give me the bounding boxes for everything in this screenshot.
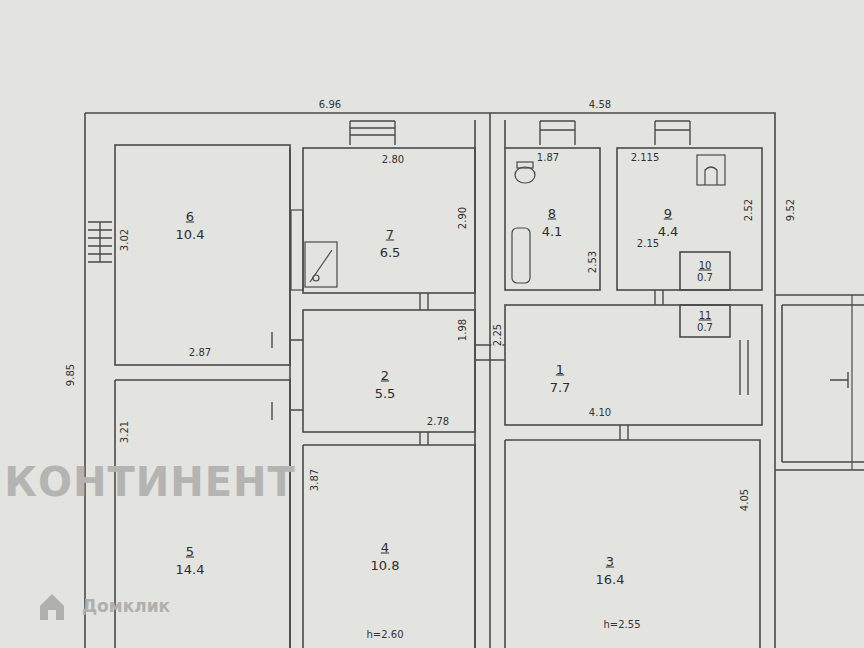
room-area: 14.4 [176,562,205,577]
room: 76.5 [303,148,475,293]
dimension-label: 3.87 [309,469,320,491]
dimension-label: 2.80 [382,154,404,165]
plan-line [697,155,725,185]
room-number: 7 [386,227,394,242]
room-area: 0.7 [697,272,713,283]
dimension-label: 2.78 [427,416,449,427]
plan-line [512,228,530,283]
plan-line [680,305,730,337]
fixtures [291,155,852,470]
plan-line [505,148,600,290]
plan-line [115,145,290,365]
dimension-label: 2.90 [457,207,468,229]
dimension-label: 2.53 [587,251,598,273]
room-number: 3 [606,554,614,569]
dimension-label: 1.98 [457,319,468,341]
room-area: 6.5 [380,245,401,260]
windows [88,121,690,262]
plan-line [291,210,303,290]
dimension-label: 6.96 [319,99,341,110]
room: 1 7.7 110.7 [505,305,762,425]
dimension-label: 1.87 [537,152,559,163]
room: 25.5 [303,310,475,432]
watermark: КОНТИНЕНТ [4,460,296,504]
watermark: Домклик [82,596,170,616]
room: 94.4100.7 [617,148,762,290]
doors [272,290,848,445]
dimension-label: 2.52 [743,199,754,221]
plan-line [310,250,332,282]
room-number: 9 [664,206,672,221]
room-number: 6 [186,209,194,224]
room-number: 5 [186,544,194,559]
room: 100.7 [680,252,730,290]
plan-line [540,121,575,145]
dimension-label: 2.115 [631,152,660,163]
plan-line [705,167,717,185]
dimension-label: 4.05 [739,489,750,511]
dimension-label: h=2.60 [367,629,404,640]
plan-line [740,340,748,395]
plan-line [830,372,848,388]
dimension-label: 9.52 [785,199,796,221]
room-area: 7.7 [550,380,571,395]
plan-line [303,445,475,648]
dimension-label: 2.15 [637,238,659,249]
room-area: 10.8 [371,558,400,573]
plan-line [313,275,319,281]
domclick-logo [40,594,64,620]
dimension-label: 4.58 [589,99,611,110]
dimension-label: 2.87 [189,347,211,358]
plan-line [851,295,852,470]
plan-line [475,345,505,360]
plan-line [505,440,760,648]
plan-line [303,310,475,432]
room-area: 4.1 [542,224,563,239]
plan-line [40,594,64,620]
plan-line [290,113,505,648]
plan-line [655,121,690,145]
room: 610.4 [115,145,290,365]
walls [85,113,864,648]
room-number: 11 [699,310,712,321]
plan-line [303,148,475,293]
plan-line [272,332,303,420]
room-number: 8 [548,206,556,221]
plan-line [505,305,762,425]
room: 410.8 [303,445,475,648]
room-number: 2 [381,368,389,383]
room: 316.4 [505,440,760,648]
dimension-label: 3.02 [119,229,130,251]
plan-line [775,295,864,470]
plan-line [420,293,428,310]
plan-line [420,432,428,445]
dimension-label: 9.85 [65,364,76,386]
room-area: 4.4 [658,224,679,239]
room-number: 10 [699,260,712,271]
dimension-label: 3.21 [119,421,130,443]
plan-line [517,162,533,168]
plan-line [88,222,112,262]
room-area: 16.4 [596,572,625,587]
room-number: 1 [556,362,564,377]
dimension-label: 2.25 [492,324,503,346]
plan-line [85,113,775,648]
plan-line [680,252,730,290]
plan-line [617,148,762,290]
room-area: 0.7 [697,322,713,333]
plan-line [350,121,395,145]
plan-line [305,242,337,287]
room-area: 10.4 [176,227,205,242]
plan-line [655,290,663,305]
dimension-label: h=2.55 [604,619,641,630]
dimension-label: 4.10 [589,407,611,418]
room-area: 5.5 [375,386,396,401]
plan-line [515,167,535,183]
room: 110.7 [680,305,730,337]
room-number: 4 [381,540,389,555]
plan-line [620,425,628,440]
